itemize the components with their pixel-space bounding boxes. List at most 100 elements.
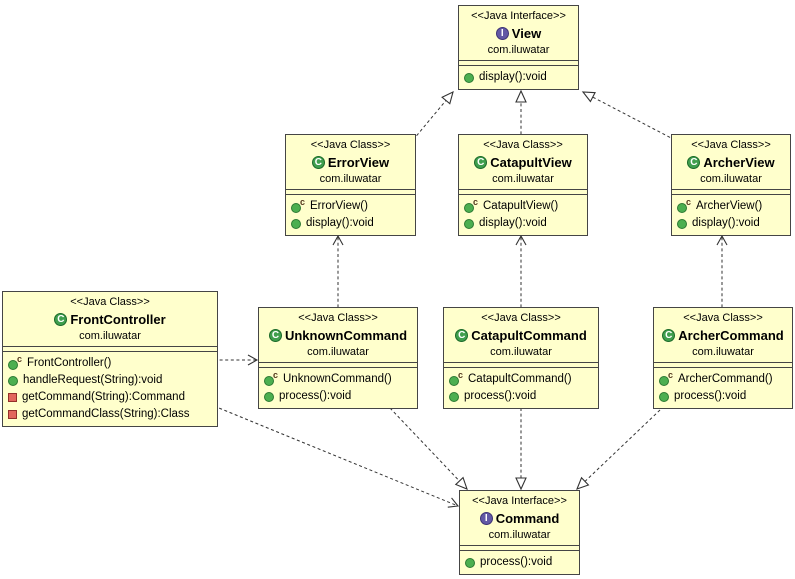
- class-icon: C: [268, 329, 282, 342]
- package-label: com.iluwatar: [492, 173, 554, 185]
- method-label: display():void: [479, 71, 547, 83]
- public-method-icon: [449, 391, 459, 402]
- method-item: getCommand(String):Command: [8, 389, 214, 406]
- package-label: com.iluwatar: [700, 173, 762, 185]
- public-method-icon: [449, 376, 459, 386]
- constructor-icon: c: [291, 197, 305, 214]
- class-name: CatapultCommand: [471, 328, 587, 343]
- public-method-icon: [8, 360, 18, 370]
- public-method-icon: [264, 376, 274, 386]
- interface-icon: I: [495, 27, 509, 40]
- constructor-mark: c: [299, 197, 305, 207]
- realization-arrow-errorview-to-view: [412, 90, 454, 141]
- method-label: process():void: [279, 390, 352, 402]
- realization-arrow-archercommand-to-command: [576, 409, 661, 490]
- method-item: process():void: [465, 554, 576, 571]
- package-label: com.iluwatar: [692, 346, 754, 358]
- public-method-icon: [659, 391, 669, 402]
- public-method-icon: [464, 218, 474, 229]
- method-label: CatapultView(): [483, 200, 559, 212]
- stereotype-label: <<Java Class>>: [481, 312, 561, 324]
- class-icon: C: [687, 156, 701, 169]
- class-icon: C: [311, 156, 325, 169]
- package-label: com.iluwatar: [488, 529, 551, 541]
- realization-arrow-archerview-to-view: [581, 91, 676, 141]
- public-method-icon: [8, 375, 18, 386]
- public-method-icon: [291, 218, 301, 229]
- method-label: getCommand(String):Command: [22, 391, 185, 403]
- method-item: display():void: [464, 69, 575, 86]
- fields-compartment: [3, 346, 217, 351]
- methods-compartment: c CatapultCommand() process():void: [444, 367, 598, 408]
- constructor-icon: c: [659, 371, 673, 387]
- public-method-icon: [464, 72, 474, 83]
- method-label: ArcherView(): [696, 200, 763, 212]
- method-label: display():void: [479, 217, 547, 229]
- stereotype-label: <<Java Class>>: [298, 312, 378, 324]
- class-name: FrontController: [70, 312, 166, 327]
- method-label: process():void: [674, 390, 747, 402]
- constructor-mark: c: [457, 370, 463, 380]
- private-method-icon: [8, 410, 17, 419]
- package-label: com.iluwatar: [79, 330, 141, 342]
- package-label: com.iluwatar: [490, 346, 552, 358]
- fields-compartment: [459, 189, 587, 194]
- stereotype-label: <<Java Class>>: [483, 139, 563, 151]
- constructor-mark: c: [16, 354, 22, 364]
- class-name: Command: [495, 511, 560, 526]
- class-icon: C: [662, 329, 676, 342]
- method-item: process():void: [659, 388, 789, 405]
- public-method-icon: [264, 391, 274, 402]
- stereotype-label: <<Java Class>>: [310, 139, 391, 151]
- public-method-icon: [677, 203, 687, 213]
- public-method-icon: [465, 557, 475, 568]
- method-label: process():void: [480, 556, 553, 568]
- fields-compartment: [459, 60, 578, 65]
- methods-compartment: display():void: [459, 65, 578, 89]
- fields-compartment: [672, 189, 790, 194]
- stereotype-label: <<Java Interface>>: [471, 10, 566, 22]
- method-item: c ArcherView(): [677, 198, 787, 215]
- method-label: handleRequest(String):void: [23, 374, 163, 386]
- public-method-icon: [659, 376, 669, 386]
- constructor-mark: c: [685, 197, 691, 207]
- method-label: CatapultCommand(): [468, 373, 572, 385]
- class-name: ErrorView: [327, 155, 390, 170]
- fields-compartment: [654, 362, 792, 367]
- fields-compartment: [259, 362, 417, 367]
- stereotype-label: <<Java Class>>: [683, 312, 763, 324]
- constructor-icon: c: [677, 197, 691, 214]
- package-label: com.iluwatar: [487, 44, 550, 56]
- method-item: process():void: [449, 388, 595, 405]
- realization-arrow-unknowncommand-to-command: [389, 407, 468, 490]
- method-item: handleRequest(String):void: [8, 372, 214, 389]
